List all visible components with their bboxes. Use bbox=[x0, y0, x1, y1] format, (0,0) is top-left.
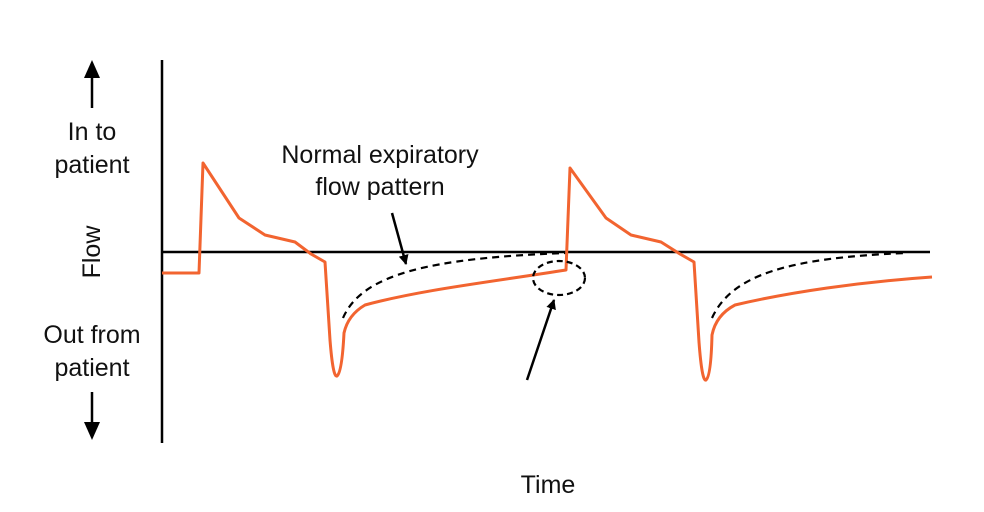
down-arrow-icon bbox=[84, 392, 100, 440]
in-to-patient-label-line2: patient bbox=[54, 151, 129, 179]
flow-axis-label: Flow bbox=[78, 225, 106, 279]
out-from-patient-label-line2: patient bbox=[54, 354, 129, 382]
up-arrow-icon bbox=[84, 60, 100, 108]
normal-pattern-label-line2: flow pattern bbox=[315, 173, 444, 201]
time-axis-label: Time bbox=[521, 471, 576, 499]
normal-pattern-pointer-arrow bbox=[390, 212, 409, 265]
highlight-ellipse bbox=[531, 259, 587, 297]
normal-pattern-label-line1: Normal expiratory bbox=[281, 141, 479, 169]
ellipse-pointer-arrow bbox=[525, 299, 556, 381]
normal-expiratory-curve-2 bbox=[710, 251, 906, 319]
out-from-patient-label-line1: Out from bbox=[43, 321, 140, 349]
in-to-patient-label-line1: In to bbox=[68, 118, 117, 146]
normal-expiratory-curve-1 bbox=[341, 251, 567, 319]
flow-waveform bbox=[162, 161, 933, 382]
